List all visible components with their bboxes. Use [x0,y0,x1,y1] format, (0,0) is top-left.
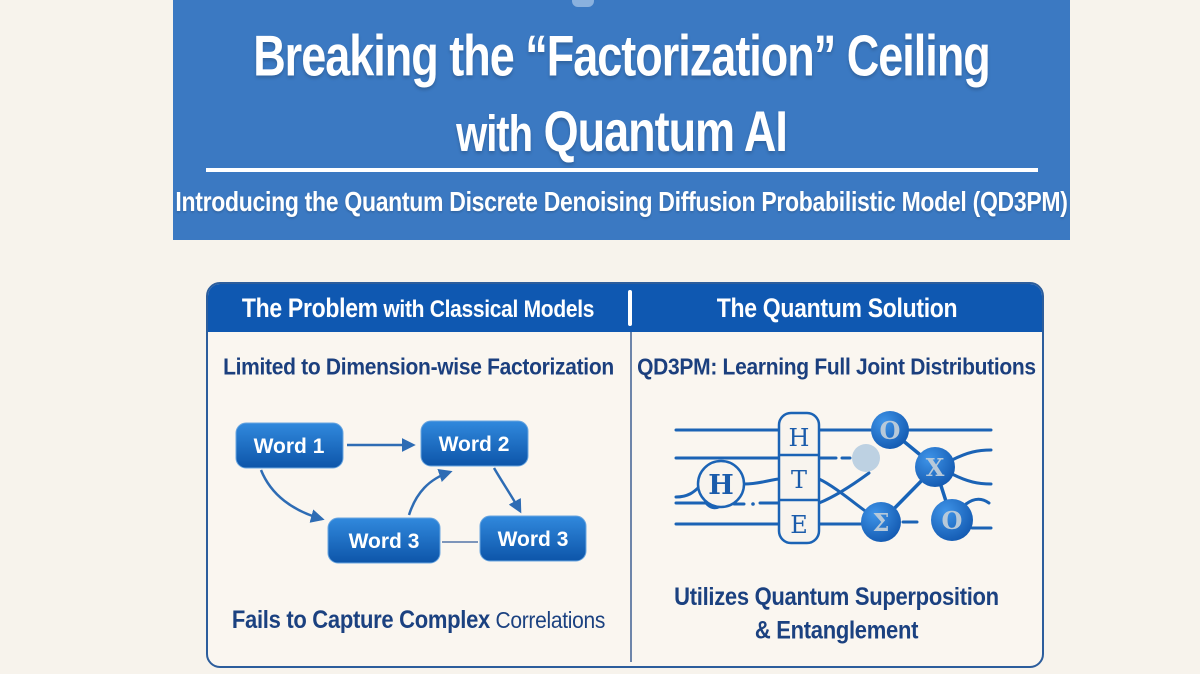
problem-header-rest: with Classical Models [377,295,595,323]
hadamard-gate [697,459,746,508]
node-o-bottom-glyph: O [942,506,963,535]
banner-top-icon [572,0,594,7]
solution-column: QD3PM: Learning Full Joint Distributions [631,332,1042,666]
node-x-glyph: X [926,453,945,482]
solution-heading-rest: Learning Full Joint Distributions [717,354,1037,381]
solution-heading: QD3PM: Learning Full Joint Distributions [637,355,1036,382]
banner-divider [206,168,1038,172]
swap-down [817,477,870,514]
title-line2-prefix: with [456,106,533,163]
problem-header: The Problem with Classical Models [208,292,628,323]
card-header: The Problem with Classical Models The Qu… [208,284,1042,332]
problem-caption: Fails to Capture Complex Correlations [231,603,606,638]
node-o-top [871,410,910,449]
poster-title: Breaking the “Factorization” Ceiling wit… [173,0,1070,173]
node-sigma-glyph: Σ [873,508,890,537]
title-line1: Breaking the “Factorization” Ceiling [253,23,991,89]
word3b-box [479,515,587,561]
wire-3-wavy [674,485,701,498]
column-divider [630,332,632,662]
word3b-label: Word 3 [498,528,569,551]
node-o-bottom [931,498,974,541]
problem-header-strong: The Problem [241,292,378,323]
onode-hook [964,497,991,505]
word3a-label: Word 3 [349,530,420,553]
title-line2: Quantum AI [543,98,788,164]
arrow-word1-word3 [260,469,326,523]
quantum-circuit-diagram: H H T E O X [674,410,993,544]
comparison-card: The Problem with Classical Models The Qu… [206,282,1044,668]
hadamard-label: H [709,470,735,501]
word2-box [420,420,529,466]
wire-4-dot [751,501,756,506]
word-boxes: Word 1 Word 2 Word 3 Word 3 [235,420,587,563]
header-banner: Breaking the “Factorization” Ceiling wit… [173,0,1070,240]
gate-e-label: E [791,511,809,539]
gate-h-label: H [789,424,810,452]
node-o-top-glyph: O [880,416,901,445]
node-sigma [861,501,902,542]
xnode-fork-bottom [950,472,993,485]
problem-caption-rest: Correlations [489,607,606,634]
solution-caption-line1: Utilizes Quantum Superposition [674,582,999,611]
word2-label: Word 2 [439,433,510,456]
word1-box [235,422,344,468]
gate-column [778,411,821,544]
solution-header: The Quantum Solution [716,292,958,323]
circuit-wires [674,428,993,529]
gate-t-label: T [791,466,807,494]
word3a-box [327,517,441,563]
quantum-circuit: H H T E O X [631,380,1042,584]
solution-heading-strong: QD3PM: [637,354,718,381]
word-diagram: Word 1 Word 2 Word 3 Word 3 [208,380,629,605]
swap-up [817,471,871,504]
problem-caption-strong: Fails to Capture Complex [231,605,490,634]
poster-subtitle: Introducing the Quantum Discrete Denoisi… [175,186,1068,218]
solution-caption-line2: & Entanglement [754,616,919,645]
solution-caption: Utilizes Quantum Superposition & Entangl… [674,580,999,647]
card-body: Limited to Dimension-wise Factorization [208,332,1042,666]
arrow-word2-word3b [493,466,522,513]
arrow-word3-word2 [408,468,454,515]
word-factorization-diagram: Word 1 Word 2 Word 3 Word 3 [235,420,587,563]
problem-column: Limited to Dimension-wise Factorization [208,332,629,666]
header-divider [628,290,632,326]
xnode-fork-top [950,448,993,461]
problem-heading: Limited to Dimension-wise Factorization [223,354,614,381]
word1-label: Word 1 [254,435,325,458]
node-x [915,446,956,487]
wire-3 [742,477,781,485]
faded-qubit [852,443,881,472]
gate-column-dividers [779,453,820,501]
circuit-nodes: O X Σ O [861,410,974,542]
